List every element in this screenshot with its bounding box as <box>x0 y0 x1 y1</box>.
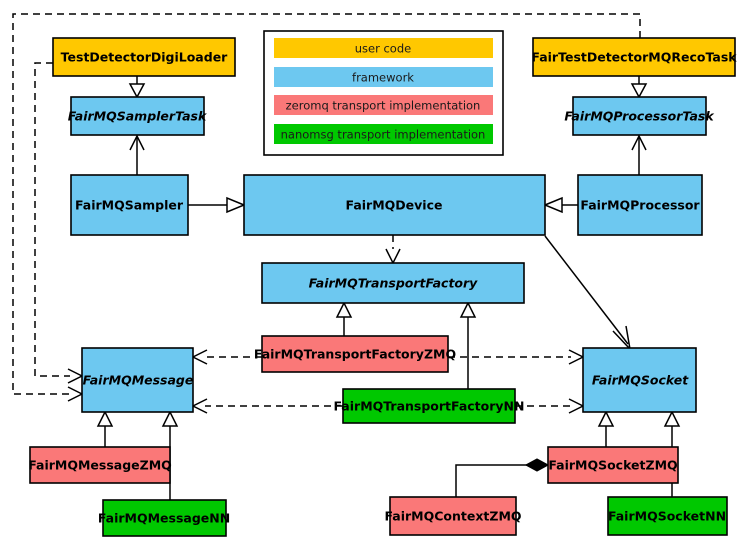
node-box[interactable] <box>389 496 517 536</box>
node-fairmqsamplertask[interactable]: FairMQSamplerTask <box>68 96 207 136</box>
node-box[interactable] <box>81 347 194 413</box>
node-box[interactable] <box>102 499 227 537</box>
node-fairmqsocketnn[interactable]: FairMQSocketNN <box>607 496 728 536</box>
node-box[interactable] <box>243 174 546 236</box>
legend-swatch-nanomsg <box>274 124 493 144</box>
node-box[interactable] <box>572 96 707 136</box>
legend-item-framework: framework <box>274 67 493 87</box>
edge-sampler-samplertask <box>129 134 145 175</box>
node-box[interactable] <box>261 262 525 304</box>
node-fairmqsampler[interactable]: FairMQSampler <box>70 174 189 236</box>
legend-item-user-code: user code <box>274 38 493 58</box>
edge-digiloader-samplertask <box>128 76 146 99</box>
legend-item-nanomsg: nanomsg transport implementation <box>274 124 493 144</box>
node-box[interactable] <box>29 446 171 484</box>
edge-processor-processortask <box>631 134 647 175</box>
edge-tfnn-message <box>191 398 343 414</box>
legend: user code framework zeromq transport imp… <box>263 30 504 156</box>
node-fairmqtransportfactory[interactable]: FairMQTransportFactory <box>261 262 525 304</box>
edge-recotask-processortask <box>630 76 648 99</box>
node-box[interactable] <box>70 96 205 136</box>
legend-item-zeromq: zeromq transport implementation <box>274 95 493 115</box>
node-box[interactable] <box>52 37 236 77</box>
node-fairmqmessagezmq[interactable]: FairMQMessageZMQ <box>28 446 172 484</box>
edge-socketzmq-socket <box>597 410 615 447</box>
edge-messagezmq-message <box>96 410 114 447</box>
node-fairmqprocessortask[interactable]: FairMQProcessorTask <box>564 96 714 136</box>
node-fairmqtransportfactoryzmq[interactable]: FairMQTransportFactoryZMQ <box>254 335 456 373</box>
edge-tfnn-socket <box>515 398 585 414</box>
edge-device-socket <box>544 235 632 352</box>
node-fairmqcontextzmq[interactable]: FairMQContextZMQ <box>384 496 522 536</box>
node-box[interactable] <box>342 388 516 424</box>
edge-tfzmq-transportfactory <box>335 301 353 336</box>
edge-socketzmq-contextzmq <box>455 458 550 497</box>
node-box[interactable] <box>261 335 449 373</box>
node-box[interactable] <box>582 347 697 413</box>
legend-swatch-user-code <box>274 38 493 58</box>
node-fairtestdetectormqrecotask[interactable]: FairTestDetectorMQRecoTask <box>531 37 737 77</box>
edge-tfnn-transportfactory <box>459 301 477 389</box>
node-fairmqsocket[interactable]: FairMQSocket <box>582 347 697 413</box>
edge-layer <box>12 13 681 500</box>
node-box[interactable] <box>532 37 736 77</box>
node-box[interactable] <box>547 446 679 484</box>
node-fairmqmessagenn[interactable]: FairMQMessageNN <box>98 499 230 537</box>
edge-processor-device <box>543 196 578 214</box>
node-fairmqsocketzmq[interactable]: FairMQSocketZMQ <box>547 446 679 484</box>
edge-device-transportfactory <box>385 235 401 265</box>
node-fairmqprocessor[interactable]: FairMQProcessor <box>577 174 703 236</box>
node-box[interactable] <box>70 174 189 236</box>
edge-tfzmq-message <box>191 349 262 365</box>
node-box[interactable] <box>607 496 728 536</box>
edge-sampler-device <box>188 196 246 214</box>
node-fairmqdevice[interactable]: FairMQDevice <box>243 174 546 236</box>
node-box[interactable] <box>577 174 703 236</box>
node-fairmqtransportfactorynn[interactable]: FairMQTransportFactoryNN <box>334 388 525 424</box>
legend-swatch-zeromq <box>274 95 493 115</box>
node-fairmqmessage[interactable]: FairMQMessage <box>81 347 194 413</box>
node-testdetectordigiloader[interactable]: TestDetectorDigiLoader <box>52 37 236 77</box>
legend-swatch-framework <box>274 67 493 87</box>
